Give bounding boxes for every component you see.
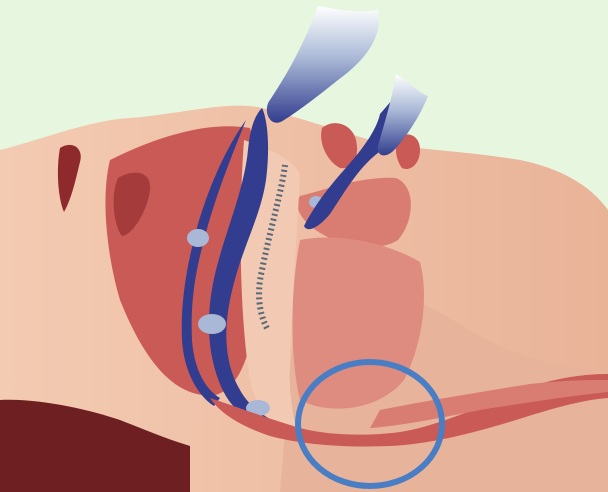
air-bubble — [187, 229, 209, 247]
air-bubble — [198, 314, 226, 334]
